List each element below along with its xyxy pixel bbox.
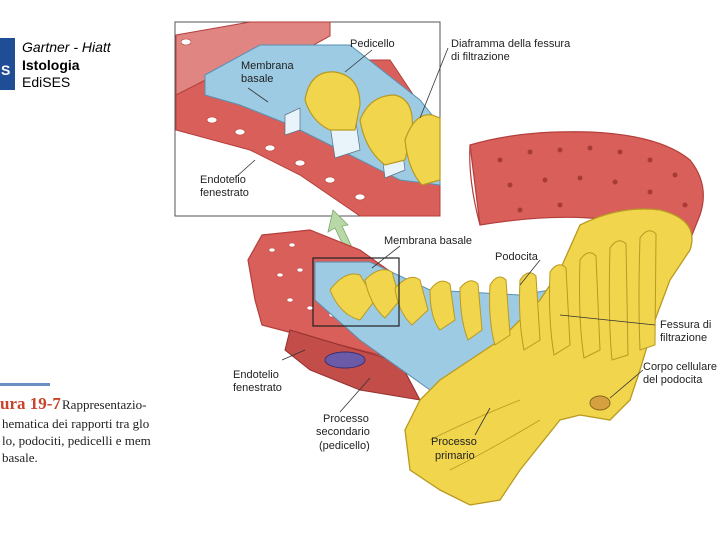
caption-line-2: hematica dei rapporti tra glo: [2, 416, 150, 431]
publisher-logo: [0, 38, 15, 90]
book-author: Gartner - Hiatt: [22, 39, 111, 55]
book-title: Istologia: [22, 57, 80, 73]
figure-number: ura 19-7: [0, 394, 61, 413]
label-endotelio-1: Endotelio: [233, 369, 279, 381]
label-inset-endotelio-2: fenestrato: [200, 187, 249, 199]
caption-line-3: lo, podociti, pedicelli e mem: [2, 433, 151, 448]
label-processo-sec-2: secondario: [316, 426, 370, 438]
inset-fenestrae: [180, 38, 366, 201]
capillary-upper-fenestrae: [497, 145, 688, 213]
label-podocita: Podocita: [495, 251, 538, 263]
primary-process-ridges: [429, 399, 541, 471]
caption-line-1: Rappresentazio-: [62, 397, 147, 412]
label-processo-sec-1: Processo: [323, 413, 369, 425]
inset-pedicels: [304, 71, 441, 186]
label-inset-endotelio-1: Endotelio: [200, 174, 246, 186]
label-corpo-1: Corpo cellulare: [643, 361, 717, 373]
magnification-box: [312, 257, 400, 327]
book-publisher: EdiSES: [22, 74, 71, 90]
label-inset-diaframma-2: di filtrazione: [451, 51, 510, 63]
podocyte-nucleus: [589, 395, 611, 411]
label-inset-membrana-1: Membrana: [241, 60, 294, 72]
caption-rule: [0, 383, 50, 386]
label-processo-pri-1: Processo: [431, 436, 477, 448]
label-processo-sec-3: (pedicello): [319, 440, 370, 452]
label-membrana-basale: Membrana basale: [384, 235, 473, 247]
caption-line-4: basale.: [2, 450, 38, 465]
main-leader-lines: [281, 245, 656, 436]
podocyte: [329, 208, 693, 506]
label-fessura-2: filtrazione: [660, 332, 708, 344]
label-endotelio-2: fenestrato: [233, 382, 282, 394]
label-processo-pri-2: primario: [435, 450, 475, 462]
inset-leader-lines: [234, 47, 449, 179]
publisher-logo-letter: S: [1, 62, 11, 78]
label-inset-diaframma-1: Diaframma della fessura: [451, 38, 571, 50]
label-inset-membrana-2: basale: [241, 73, 274, 85]
label-corpo-2: del podocita: [643, 374, 703, 386]
endothelial-nucleus: [324, 351, 366, 369]
secondary-processes: [329, 230, 657, 361]
label-inset-pedicello: Pedicello: [350, 38, 395, 50]
label-fessura-1: Fessura di: [660, 319, 712, 331]
inset-magnification: [174, 21, 449, 217]
